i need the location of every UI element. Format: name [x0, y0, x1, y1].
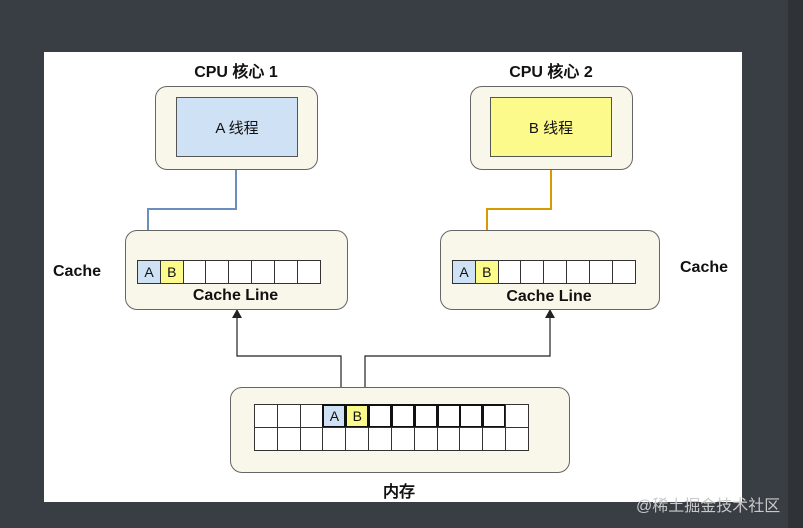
memory-row1-cell-11: [504, 404, 529, 428]
memory-label: 内存: [382, 484, 415, 501]
cache-left-cell-6: [273, 260, 298, 284]
cache-right-cell-3: [520, 260, 545, 284]
cache-left-side-label: Cache: [53, 263, 102, 280]
memory-row2-cell-5: [368, 426, 393, 451]
memory-row1-cell-10: [482, 404, 507, 428]
arrow-core2-to-cache: [486, 158, 552, 248]
memory-row2-cell-6: [390, 426, 415, 451]
thread-a-box: A 线程: [176, 97, 298, 157]
memory-row2-cell-11: [504, 426, 529, 451]
arrow-memory-to-cache-right: [364, 317, 551, 402]
memory-row2-cell-8: [436, 426, 461, 451]
memory-row2-cell-4: [345, 426, 370, 451]
cache-left-cell-4: [228, 260, 253, 284]
memory-row2-cell-2: [299, 426, 324, 451]
scrollbar-track[interactable]: [788, 0, 803, 528]
cache-right-cell-2: [497, 260, 522, 284]
cache-left-cell-1: B: [159, 260, 184, 284]
memory-row2-cell-1: [276, 426, 301, 451]
cache-left-cell-3: [205, 260, 230, 284]
cache-right-side-label: Cache: [680, 259, 729, 276]
memory-row2-cell-7: [413, 426, 438, 451]
cache-right-cell-7: [611, 260, 636, 284]
cache-right-cell-1: B: [474, 260, 499, 284]
memory-row1-cell-9: [459, 404, 484, 428]
memory-row-2: [254, 426, 529, 451]
cache-right-cell-0: A: [452, 260, 476, 284]
cache-right-cell-6: [588, 260, 613, 284]
arrow-memory-to-cache-left: [236, 317, 342, 402]
memory-row2-cell-9: [459, 426, 484, 451]
memory-row2-cell-10: [482, 426, 507, 451]
cache-left-cell-0: A: [137, 260, 161, 284]
arrowhead-cache-left: [232, 309, 242, 318]
thread-a-label: A 线程: [215, 119, 259, 137]
memory-row2-cell-3: [322, 426, 347, 451]
thread-b-label: B 线程: [528, 119, 574, 137]
arrowhead-cache-right: [545, 309, 555, 318]
connector-layer: [143, 158, 555, 402]
core1-title: CPU 核心 1: [194, 64, 278, 81]
memory-row1-cell-1: [276, 404, 301, 428]
cache-right-cell-4: [543, 260, 568, 284]
memory-row1-cell-0: [254, 404, 278, 428]
core2-title: CPU 核心 2: [509, 64, 593, 81]
cache-left-line-label: Cache Line: [192, 287, 279, 304]
memory-row1-cell-5: [368, 404, 393, 428]
cache-left-cell-2: [182, 260, 207, 284]
cache-left-cell-5: [251, 260, 276, 284]
memory-row2-cell-0: [254, 426, 278, 451]
memory-row1-cell-8: [436, 404, 461, 428]
memory-row1-cell-7: [413, 404, 438, 428]
cache-right-line-label: Cache Line: [506, 288, 592, 305]
memory-row1-cell-6: [390, 404, 415, 428]
memory-row1-cell-2: [299, 404, 324, 428]
cache-right-cell-5: [566, 260, 591, 284]
arrow-core1-to-cache: [147, 158, 237, 248]
thread-b-box: B 线程: [490, 97, 612, 157]
memory-row1-cell-4: B: [345, 404, 370, 428]
memory-row1-cell-3: A: [322, 404, 347, 428]
cache-left-cell-7: [296, 260, 321, 284]
watermark: @稀土掘金技术社区: [636, 498, 781, 515]
